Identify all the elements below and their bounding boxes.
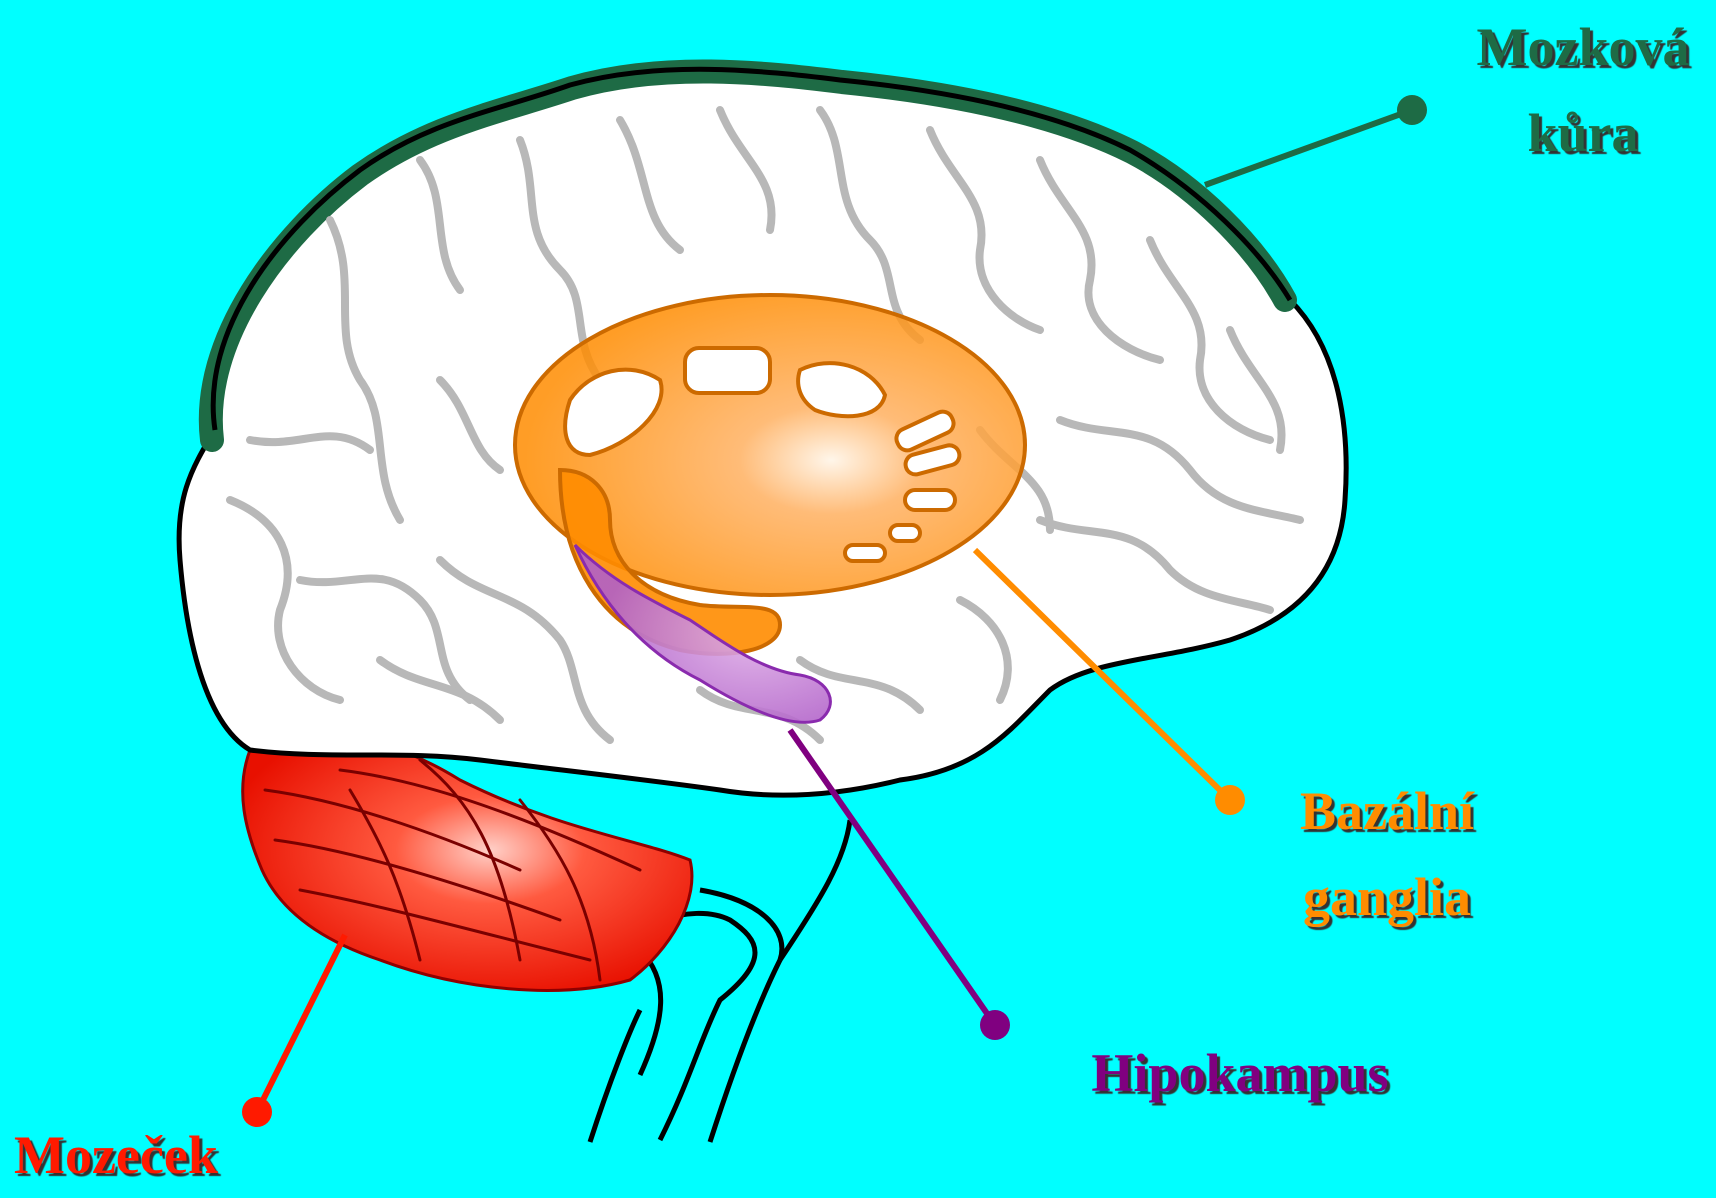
cereb-leader-line [257,935,345,1112]
cerebral-cortex-label: Mozková kůra [1428,4,1716,176]
basal-leader-dot [1215,785,1245,815]
hippo-leader-dot [980,1010,1010,1040]
cortex-leader-line [1205,110,1412,185]
cortex-leader-dot [1397,95,1427,125]
hippocampus-label: Hipokampus [1040,1030,1440,1116]
cerebral-cortex-label-line1: Mozková [1428,4,1716,90]
basal-ganglia-label-line2: ganglia [1262,854,1512,940]
basal-ganglia-label-line1: Bazální [1262,768,1512,854]
cerebellum-label: Mozeček [0,1112,304,1198]
cerebral-cortex-label-line2: kůra [1428,90,1716,176]
basal-ganglia-label: Bazální ganglia [1262,768,1512,940]
